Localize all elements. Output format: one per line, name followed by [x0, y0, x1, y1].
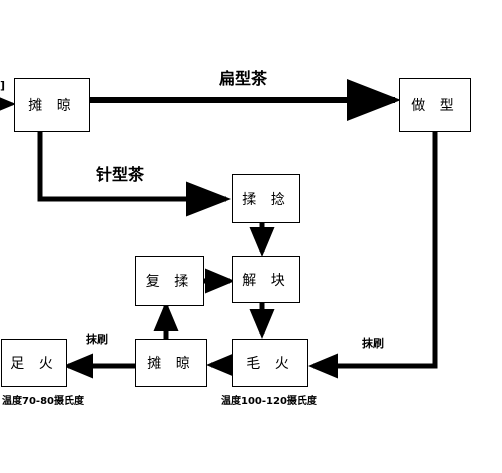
node-zuhuo: 足 火: [1, 339, 67, 387]
node-tanliang-top: 摊 晾: [14, 78, 90, 132]
node-zuoxing: 做 型: [399, 78, 471, 132]
node-rounian: 揉 捻: [232, 174, 300, 223]
node-jiekuai: 解 块: [232, 256, 300, 303]
node-fourou: 复 揉: [135, 256, 204, 306]
edge-fragment-label: ]: [0, 79, 6, 92]
label-bianxing: 扁型茶: [219, 69, 268, 88]
label-temp-zuhuo: 温度70-80摄氏度: [2, 396, 84, 407]
arrow-tanliang-to-rounian: [37, 132, 231, 217]
label-shuashua-right: 抹刷: [362, 337, 384, 350]
node-tanliang-bottom: 摊 晾: [135, 339, 207, 387]
node-maohuo: 毛 火: [232, 339, 308, 387]
label-shuashua-left: 抹刷: [86, 333, 108, 346]
arrow-zuoxing-to-maohuo: [308, 132, 438, 379]
label-zhenxing: 针型茶: [96, 165, 145, 184]
label-temp-maohuo: 温度100-120摄氏度: [221, 396, 317, 407]
